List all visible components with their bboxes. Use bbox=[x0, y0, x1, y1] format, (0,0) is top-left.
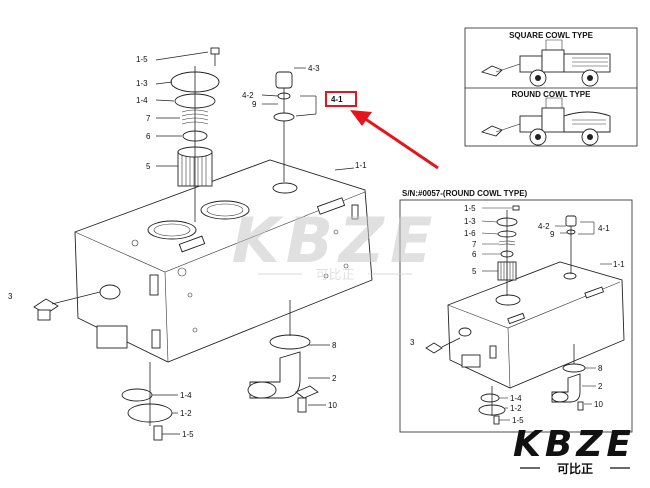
breather-stack bbox=[273, 71, 295, 182]
label-1-1: 1-1 bbox=[355, 161, 367, 170]
inset-label-2: 2 bbox=[598, 382, 603, 391]
inset-panel: S/N:#0057-(ROUND COWL TYPE) bbox=[399, 189, 633, 433]
label-1-4-bottom: 1-4 bbox=[180, 391, 192, 400]
highlight-arrow-shaft bbox=[363, 116, 439, 170]
label-1-2: 1-2 bbox=[180, 409, 192, 418]
round-cowl-loader-illustration bbox=[480, 97, 611, 146]
kbze-logo: KBZE 可比正 bbox=[513, 424, 635, 476]
square-cowl-title: SQUARE COWL TYPE bbox=[509, 31, 594, 40]
highlight-arrow-head bbox=[350, 110, 372, 126]
label-9: 9 bbox=[252, 100, 257, 109]
inset-label-7: 7 bbox=[472, 240, 477, 249]
main-exploded-view: 1-5 1-3 1-4 7 6 5 4-3 4-2 9 1-1 3 8 2 10… bbox=[8, 47, 439, 441]
inset-label-1-1: 1-1 bbox=[613, 260, 625, 269]
watermark-cn: 可比正 bbox=[315, 267, 354, 282]
cowl-type-panel: SQUARE COWL TYPE ROUND COWL TYPE bbox=[464, 27, 638, 147]
inset-label-1-5-bottom: 1-5 bbox=[512, 416, 524, 425]
main-leader-lines bbox=[152, 51, 355, 435]
inset-label-1-4: 1-4 bbox=[510, 394, 522, 403]
inset-label-1-5-top: 1-5 bbox=[464, 204, 476, 213]
strainer-stack bbox=[170, 47, 220, 222]
suction-elbow-assembly bbox=[247, 300, 319, 413]
hydraulic-tank-main bbox=[74, 159, 373, 363]
inset-label-5: 5 bbox=[472, 267, 477, 276]
inset-label-6: 6 bbox=[472, 250, 477, 259]
label-4-1: 4-1 bbox=[331, 95, 343, 104]
inset-label-1-6: 1-6 bbox=[464, 229, 476, 238]
label-1-4-top: 1-4 bbox=[136, 96, 148, 105]
inset-label-8: 8 bbox=[598, 364, 603, 373]
highlighted-callout-4-1: 4-1 bbox=[325, 91, 439, 170]
label-8: 8 bbox=[332, 341, 337, 350]
inset-label-4-1: 4-1 bbox=[598, 224, 610, 233]
square-cowl-loader-illustration bbox=[480, 39, 611, 87]
inset-label-1-2: 1-2 bbox=[510, 404, 522, 413]
drain-plug bbox=[33, 291, 101, 321]
label-2: 2 bbox=[332, 374, 337, 383]
label-3: 3 bbox=[8, 292, 13, 301]
watermark-brand: KBZE bbox=[232, 204, 439, 277]
label-1-5-bottom: 1-5 bbox=[182, 430, 194, 439]
inset-label-3: 3 bbox=[410, 338, 415, 347]
label-6: 6 bbox=[146, 132, 151, 141]
highlight-box bbox=[325, 91, 357, 107]
label-1-5-top: 1-5 bbox=[136, 55, 148, 64]
bottom-cover-stack bbox=[121, 362, 173, 441]
inset-label-4-2: 4-2 bbox=[538, 222, 550, 231]
inset-title: S/N:#0057-(ROUND COWL TYPE) bbox=[402, 189, 528, 198]
label-4-2: 4-2 bbox=[242, 91, 254, 100]
label-4-3: 4-3 bbox=[308, 64, 320, 73]
label-7: 7 bbox=[146, 114, 151, 123]
logo-brand: KBZE bbox=[513, 424, 635, 465]
label-10: 10 bbox=[328, 401, 337, 410]
inset-label-1-3: 1-3 bbox=[464, 217, 476, 226]
label-1-3: 1-3 bbox=[136, 79, 148, 88]
inset-label-9: 9 bbox=[550, 230, 555, 239]
inset-label-10: 10 bbox=[594, 400, 603, 409]
label-5: 5 bbox=[146, 162, 151, 171]
round-cowl-title: ROUND COWL TYPE bbox=[512, 90, 592, 99]
logo-cn: 可比正 bbox=[557, 461, 593, 476]
center-watermark: KBZE 可比正 bbox=[232, 204, 439, 282]
